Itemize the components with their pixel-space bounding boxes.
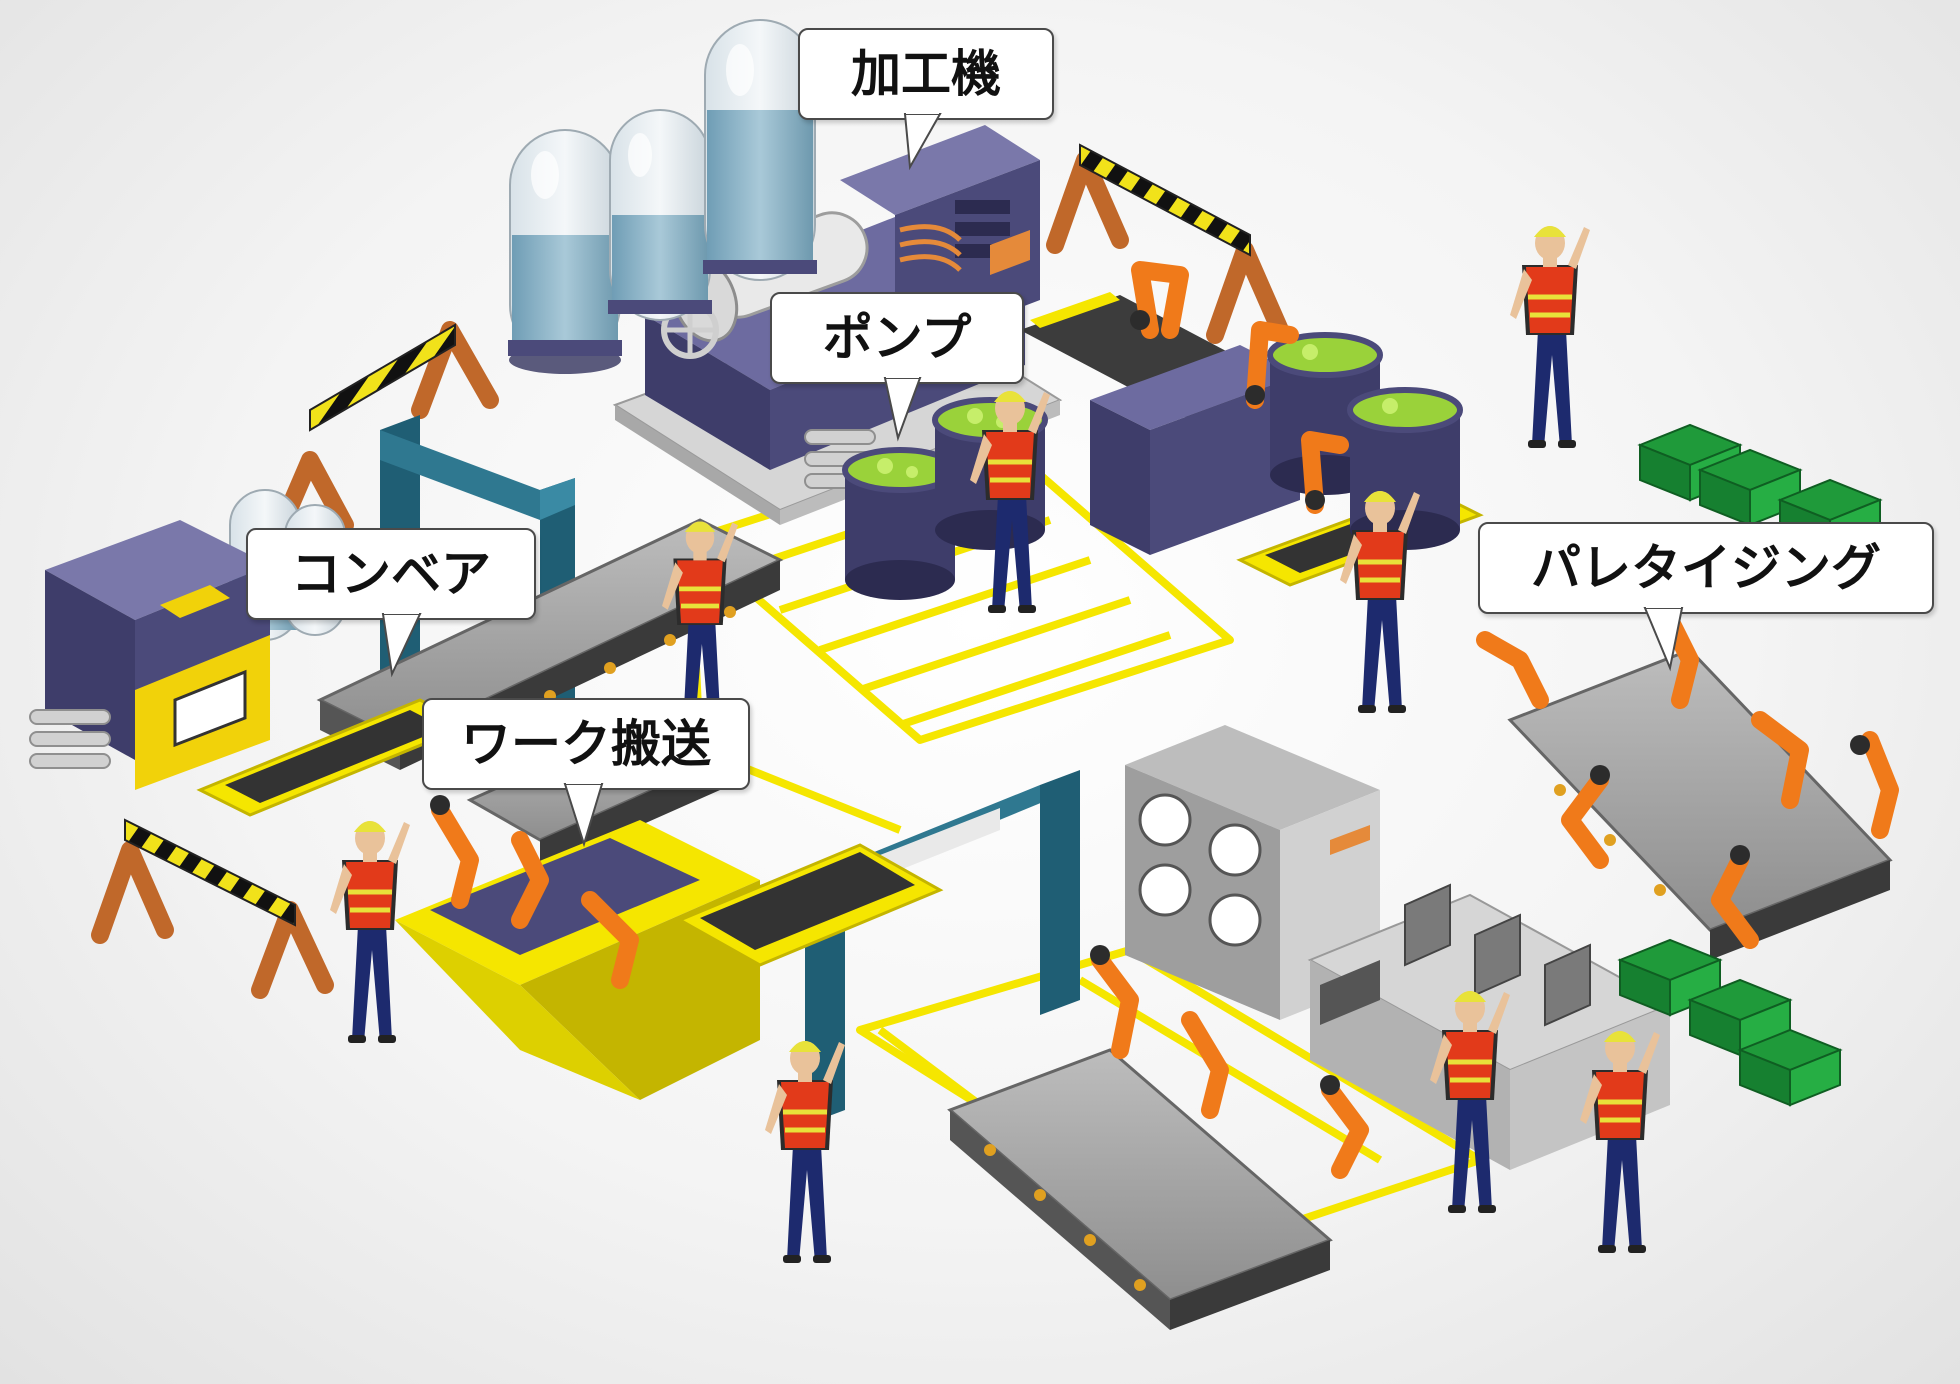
server-cabinets bbox=[1125, 725, 1380, 1020]
worker-icon bbox=[765, 1041, 845, 1263]
barrier-top-left bbox=[271, 321, 499, 539]
pump-barrels bbox=[842, 332, 1463, 600]
label-pump: ポンプ bbox=[770, 292, 1024, 384]
glass-tanks bbox=[508, 19, 817, 374]
conveyor-bottom bbox=[947, 1048, 1333, 1330]
robot-arms bbox=[431, 261, 1899, 1179]
worker-icon bbox=[1580, 1031, 1660, 1253]
crate-stacks bbox=[1617, 423, 1883, 1107]
worker-icon bbox=[970, 391, 1050, 613]
gate-middle bbox=[805, 770, 1080, 1125]
robot-grippers bbox=[430, 310, 1870, 1095]
label-palletizing-pointer bbox=[1643, 604, 1684, 672]
label-machine: 加工機 bbox=[798, 28, 1054, 120]
label-conveyor: コンベア bbox=[246, 528, 536, 620]
label-conveyor-pointer bbox=[381, 610, 422, 678]
label-machine-pointer bbox=[903, 110, 942, 171]
label-palletizing: パレタイジング bbox=[1478, 522, 1934, 614]
worker-icon bbox=[1340, 491, 1420, 713]
barrier-bottom-left bbox=[91, 818, 334, 999]
worker-icon bbox=[1430, 991, 1510, 1213]
conveyor-palletizing bbox=[1507, 648, 1893, 960]
label-pump-pointer bbox=[883, 374, 922, 442]
label-work-transfer-pointer bbox=[563, 780, 604, 848]
worker-icon bbox=[330, 821, 410, 1043]
worker-icon bbox=[1510, 226, 1590, 448]
conveyor-top-right bbox=[1020, 292, 1300, 555]
barrier-top-right bbox=[1046, 143, 1289, 344]
label-work-transfer: ワーク搬送 bbox=[422, 698, 750, 790]
